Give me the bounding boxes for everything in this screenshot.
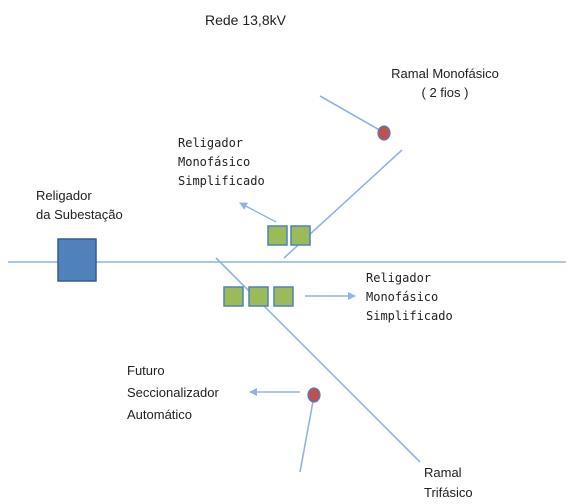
label-line: ( 2 fios ) — [421, 85, 469, 100]
label-line: Monofásico — [366, 290, 439, 304]
label-line: da Subestação — [36, 207, 123, 222]
recloser-bottom-unit — [223, 286, 244, 307]
single-phase-branch-tap — [319, 95, 384, 133]
sectionalizer-dot — [307, 387, 321, 403]
recloser-bottom-unit — [273, 286, 294, 307]
label-line: Ramal Monofásico — [391, 66, 499, 81]
label-line: Futuro — [127, 363, 165, 378]
label-line: Religador — [178, 136, 244, 150]
label-line: Simplificado — [366, 309, 453, 323]
sectionalizer-branch-line — [299, 395, 315, 473]
single-phase-fuse-dot — [377, 125, 391, 141]
label-line: Trifásico — [424, 485, 473, 500]
label-religador-subestacao: Religador da Subestação — [36, 186, 123, 224]
label-seccionalizador: Futuro Seccionalizador Automático — [127, 360, 219, 426]
substation-recloser-square — [57, 238, 97, 282]
diagram-title: Rede 13,8kV — [205, 12, 286, 28]
label-religador-monofasico-top: Religador Monofásico Simplificado — [178, 134, 265, 191]
recloser-top-unit — [267, 225, 288, 246]
recloser-bottom-unit — [248, 286, 269, 307]
label-religador-monofasico-right: Religador Monofásico Simplificado — [366, 269, 453, 326]
label-ramal-monofasico: Ramal Monofásico ( 2 fios ) — [370, 64, 520, 102]
recloser-top-unit — [290, 225, 311, 246]
label-line: Religador — [36, 188, 92, 203]
label-line: Seccionalizador — [127, 385, 219, 400]
label-line: Simplificado — [178, 174, 265, 188]
label-ramal-trifasico: Ramal Trifásico — [424, 463, 473, 503]
arrow-religador-top — [239, 202, 277, 223]
label-line: Ramal — [424, 465, 462, 480]
label-line: Automático — [127, 407, 193, 422]
label-line: Monofásico — [178, 155, 251, 169]
label-line: Religador — [366, 271, 432, 285]
